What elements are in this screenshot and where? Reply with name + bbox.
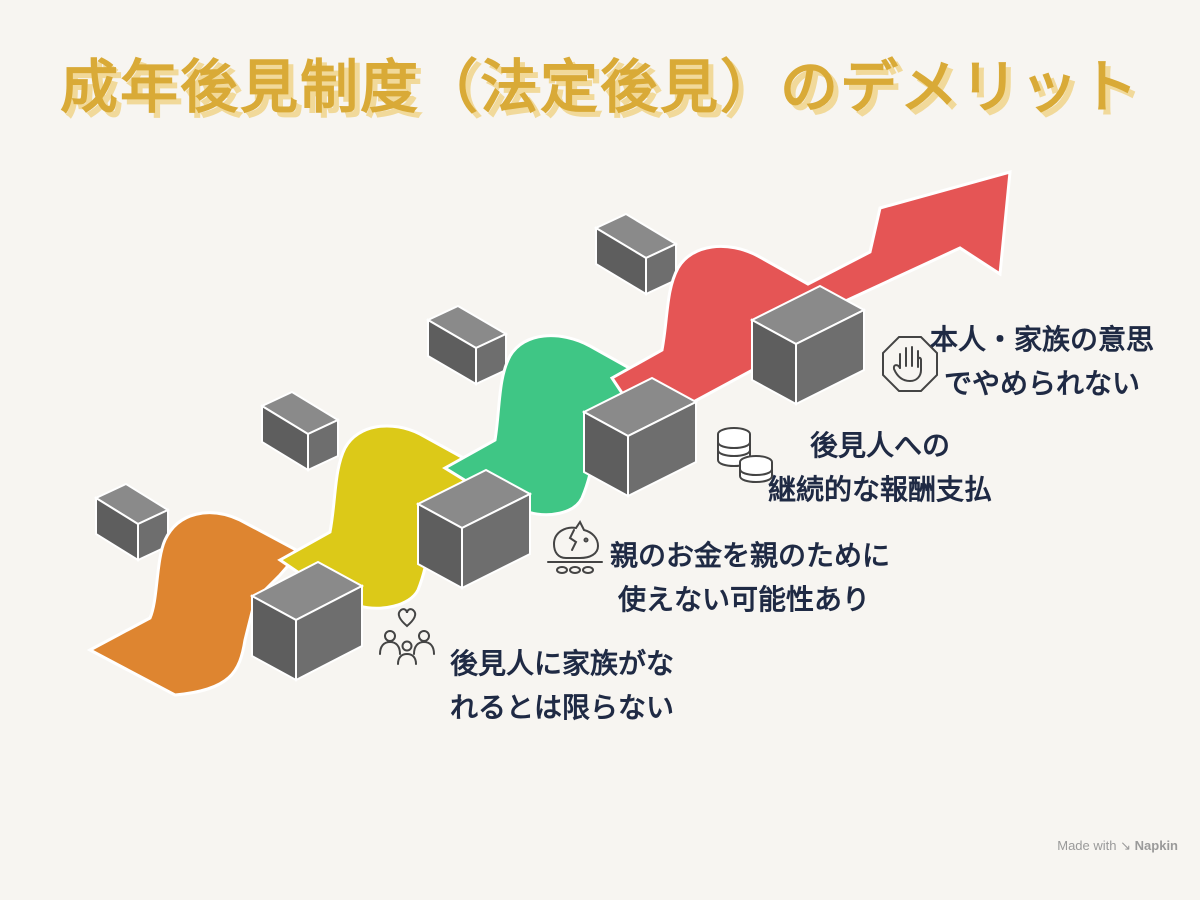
stop-hand-icon: [882, 336, 938, 392]
step-4-line-2: でやめられない: [944, 367, 1141, 400]
step-2-label: 親のお金を親のために 使えない可能性あり: [610, 534, 890, 622]
coin-stack-icon: [717, 427, 773, 484]
barrier-3-back: [425, 304, 509, 386]
step-3-label: 後見人への 継続的な報酬支払: [768, 424, 992, 512]
step-4-line-1: 本人・家族の意思: [930, 323, 1155, 356]
barrier-1-back: [93, 482, 171, 562]
step-2-line-1: 親のお金を親のために: [610, 539, 891, 572]
barrier-2-front: [415, 468, 533, 590]
page-title: 成年後見制度（法定後見）のデメリット: [59, 53, 1140, 121]
step-3-line-2: 継続的な報酬支払: [768, 473, 993, 506]
ribbon-segment-orange: [86, 511, 303, 697]
barrier-3-front: [581, 376, 699, 498]
watermark-brand: Napkin: [1134, 838, 1178, 853]
barrier-4-back: [593, 212, 679, 296]
step-2-line-2: 使えない可能性あり: [618, 583, 871, 616]
barrier-1-front: [249, 560, 365, 682]
barrier-2-back: [259, 390, 341, 472]
step-3-line-1: 後見人への: [810, 429, 951, 462]
barrier-4-front: [749, 284, 867, 406]
napkin-logo-icon: ↘: [1120, 838, 1132, 853]
step-1-line-1: 後見人に家族がな: [450, 647, 675, 680]
step-1-line-2: れるとは限らない: [450, 691, 675, 724]
family-heart-icon: [379, 608, 435, 665]
step-4-label: 本人・家族の意思 でやめられない: [930, 318, 1154, 406]
broken-piggy-bank-icon: [547, 520, 603, 574]
watermark: Made with ↘ Napkin: [1057, 838, 1178, 854]
step-1-label: 後見人に家族がな れるとは限らない: [450, 642, 674, 730]
watermark-prefix: Made with: [1057, 838, 1117, 853]
